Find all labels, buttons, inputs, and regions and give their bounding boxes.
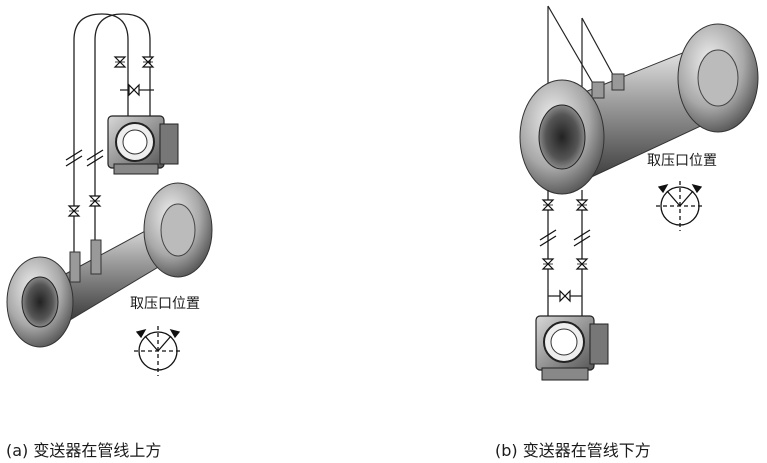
- support-lines-b: [547, 5, 619, 120]
- panel-a-diagram: [6, 13, 213, 376]
- tap-position-label-b: 取压口位置: [647, 153, 717, 169]
- tap-symbol-b: [656, 181, 704, 231]
- impulse-lines-b: [547, 190, 583, 318]
- break-marks-a: [65, 149, 104, 167]
- transmitter-a: [107, 115, 179, 175]
- pipe-a: [6, 182, 213, 348]
- pipe-b: [519, 23, 759, 195]
- panel-b-diagram: [519, 5, 759, 381]
- valve-icons-b: [542, 199, 588, 302]
- break-marks-b: [539, 229, 591, 247]
- caption-b: (b) 变送器在管线下方: [495, 441, 651, 460]
- tap-symbol-a: [134, 326, 182, 376]
- tap-position-label-a: 取压口位置: [130, 296, 200, 312]
- caption-a: (a) 变送器在管线上方: [6, 441, 162, 460]
- transmitter-b: [535, 315, 609, 381]
